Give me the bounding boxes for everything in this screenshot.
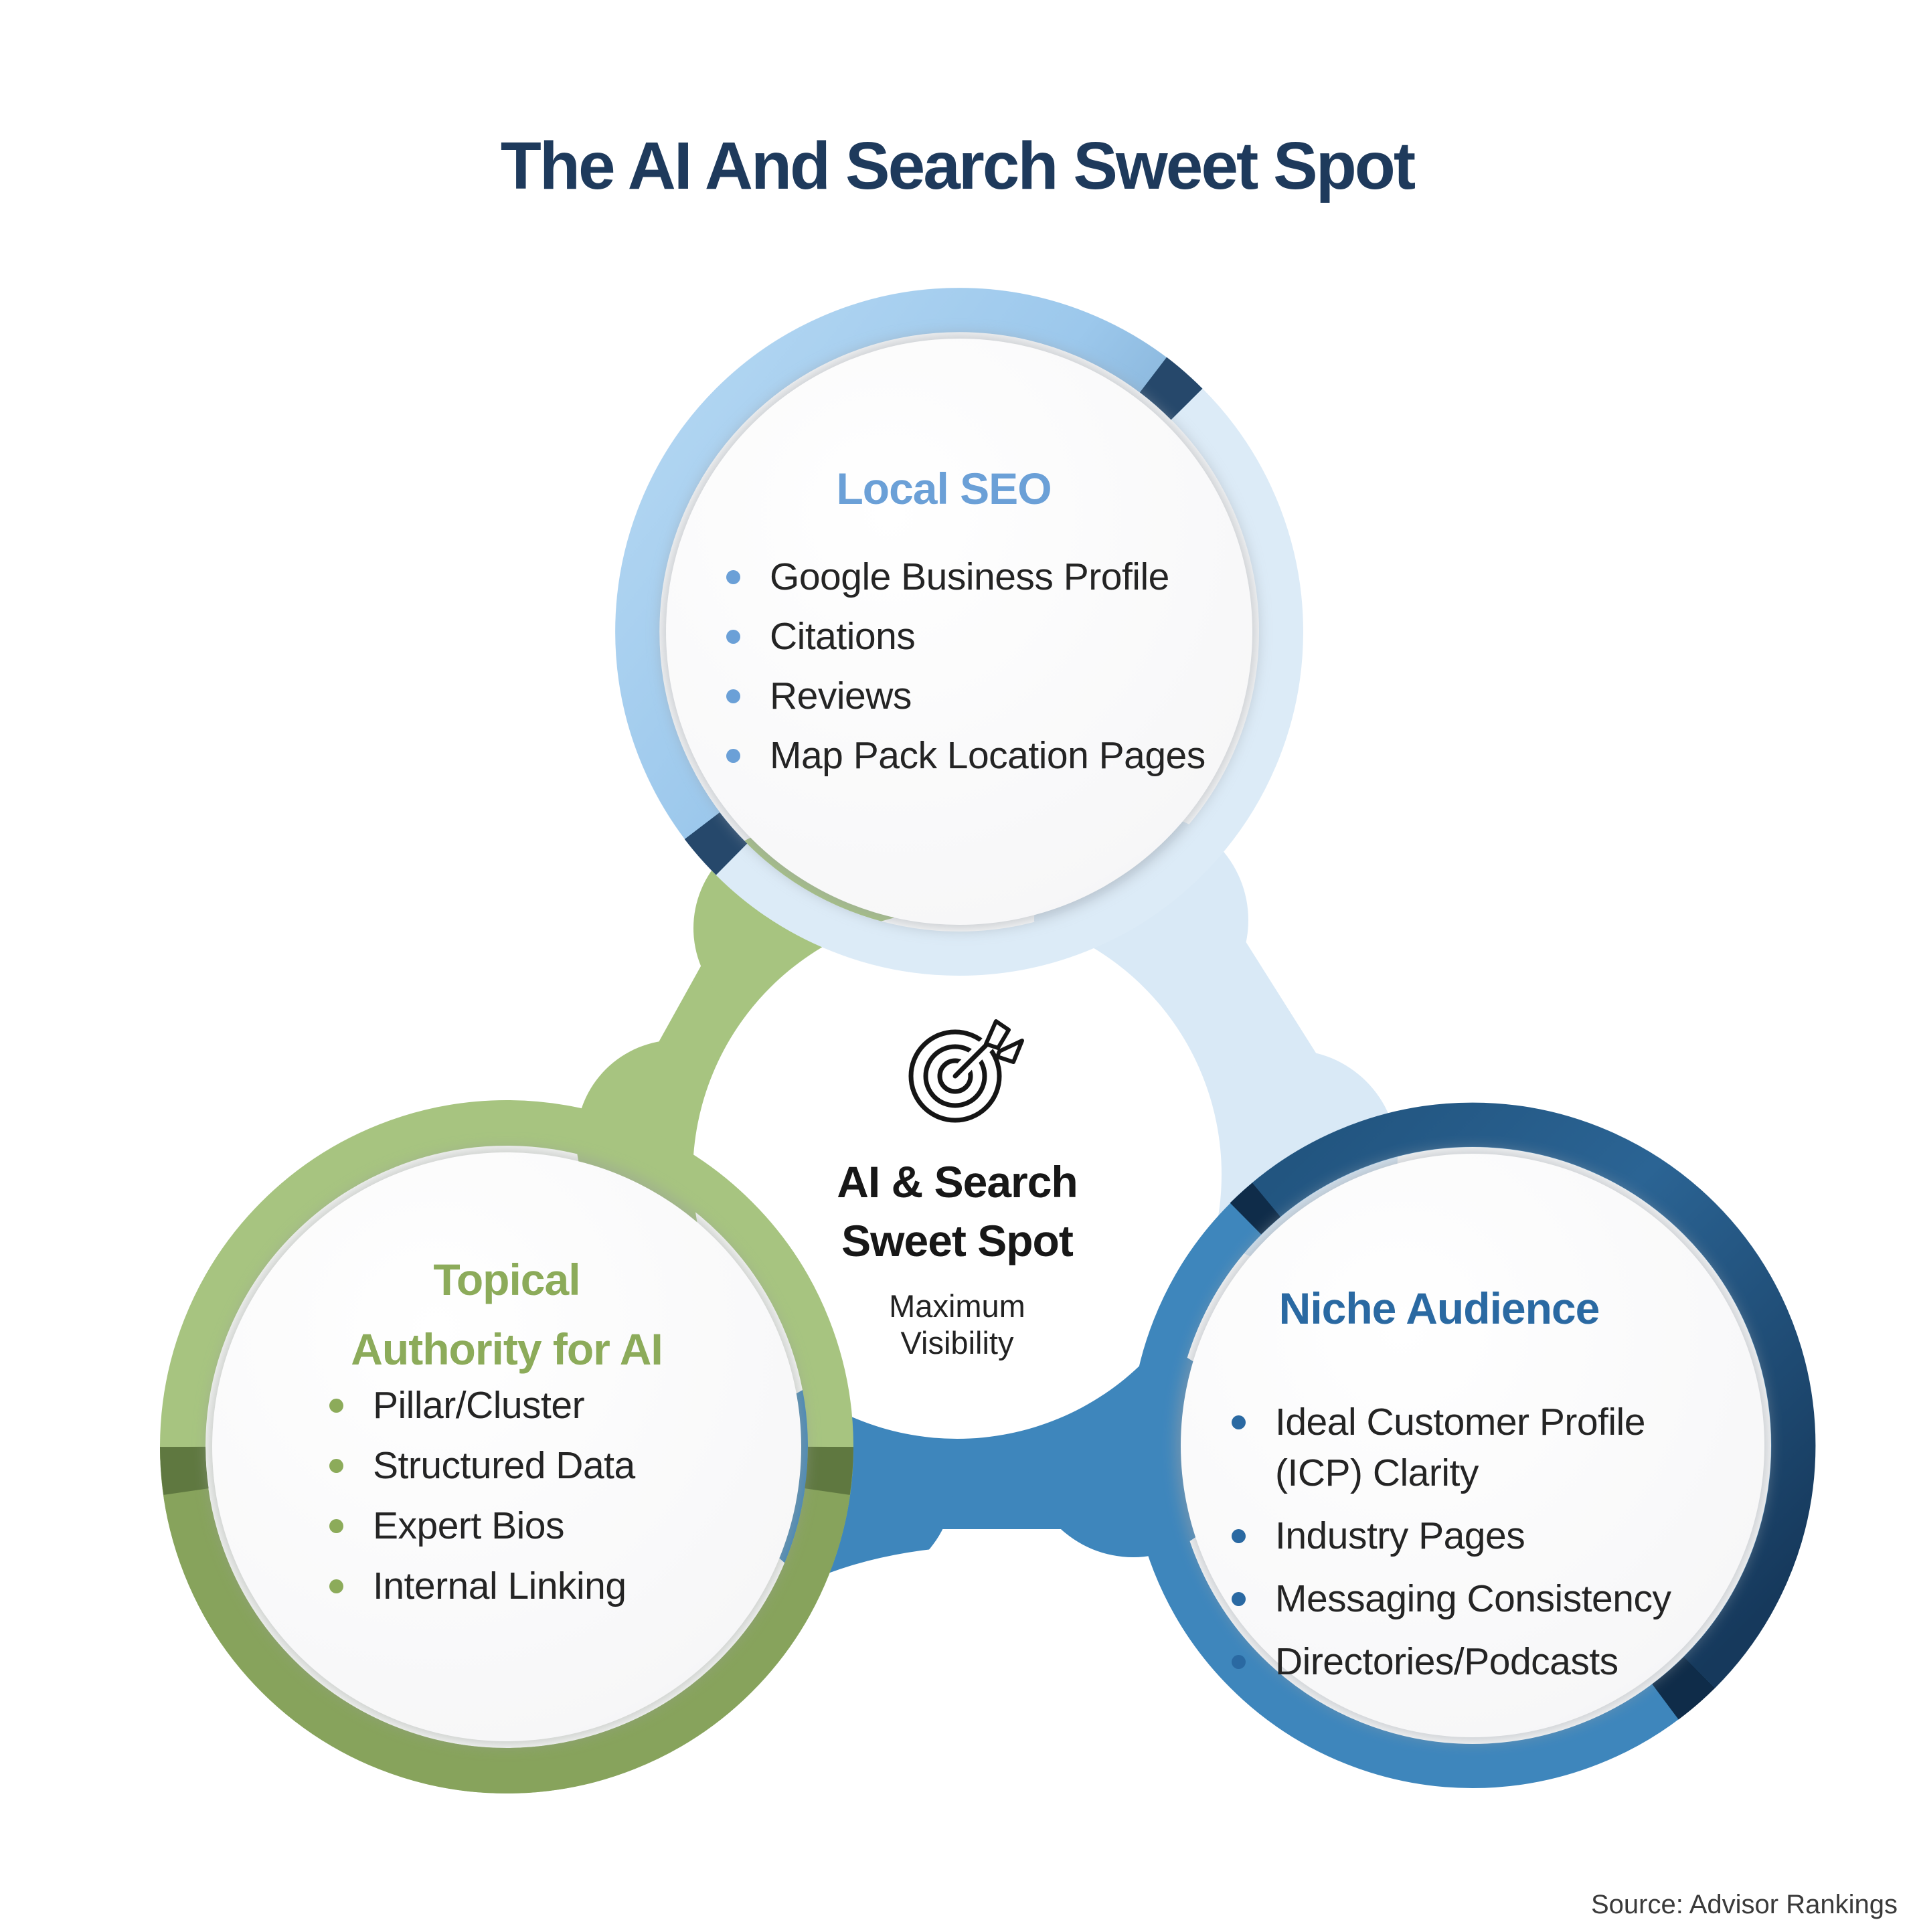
bullet-text: Messaging Consistency [1275,1577,1671,1620]
bullet-dot-icon [329,1519,343,1533]
bullet-text: Internal Linking [373,1565,627,1607]
bullet-dot-icon [329,1459,343,1473]
bullet-text: Pillar/Cluster [373,1384,585,1427]
bullet-dot-icon [329,1579,343,1593]
target-icon [890,1007,1031,1148]
bullet-text: Google Business Profile [770,555,1169,598]
list-item: Messaging Consistency [1232,1573,1700,1624]
topical-heading-line2: Authority for AI [351,1324,663,1374]
bullet-dot-icon [1232,1655,1246,1669]
topical-heading-line1: Topical [433,1255,580,1304]
bullet-dot-icon [1232,1592,1246,1606]
bullet-dot-icon [1232,1529,1246,1543]
list-item: Citations [726,611,1355,662]
center-subtitle: Maximum Visibility [889,1288,1025,1361]
local-seo-circle [615,288,1303,976]
band-pinch-carve [703,1546,1278,1860]
niche-audience-circle [1130,1102,1816,1788]
bullet-dot-icon [726,630,740,644]
list-item: Directories/Podcasts [1232,1636,1700,1687]
bullet-text: Industry Pages [1275,1514,1525,1557]
bullet-dot-icon [726,749,740,763]
list-item: Expert Bios [329,1500,798,1551]
bullet-text: Ideal Customer Profile (ICP) Clarity [1275,1401,1645,1494]
niche-audience-heading: Niche Audience [1278,1284,1600,1333]
bullet-dot-icon [329,1399,343,1413]
list-item: Internal Linking [329,1561,798,1611]
center-heading-line1: AI & Search [837,1157,1078,1207]
center-circle [693,910,1222,1439]
bullet-text: Structured Data [373,1444,635,1487]
source-note: Source: Advisor Rankings [1590,1890,1898,1919]
center-heading-line2: Sweet Spot [841,1216,1074,1265]
list-item: Industry Pages [1232,1510,1700,1561]
list-item: Pillar/Cluster [329,1380,798,1431]
list-item: Ideal Customer Profile (ICP) Clarity [1232,1397,1700,1498]
bullet-text: Citations [770,615,916,658]
list-item: Map Pack Location Pages [726,730,1355,781]
bullet-text: Expert Bios [373,1504,564,1547]
center-subtitle-line2: Visibility [900,1325,1014,1360]
bullet-dot-icon [1232,1415,1246,1429]
topical-authority-circle [160,1100,853,1793]
list-item: Structured Data [329,1440,798,1491]
bullet-dot-icon [726,570,740,584]
list-item: Google Business Profile [726,551,1355,602]
local-seo-heading: Local SEO [836,464,1052,513]
list-item: Reviews [726,671,1355,721]
bullet-text: Directories/Podcasts [1275,1640,1618,1683]
bullet-text: Map Pack Location Pages [770,734,1205,777]
center-subtitle-line1: Maximum [889,1288,1025,1324]
bullet-dot-icon [726,689,740,703]
bullet-text: Reviews [770,675,912,717]
page-title: The AI And Search Sweet Spot [500,128,1416,203]
topical-authority-heading: Topical Authority for AI [351,1245,663,1384]
center-heading: AI & Search Sweet Spot [837,1152,1078,1270]
